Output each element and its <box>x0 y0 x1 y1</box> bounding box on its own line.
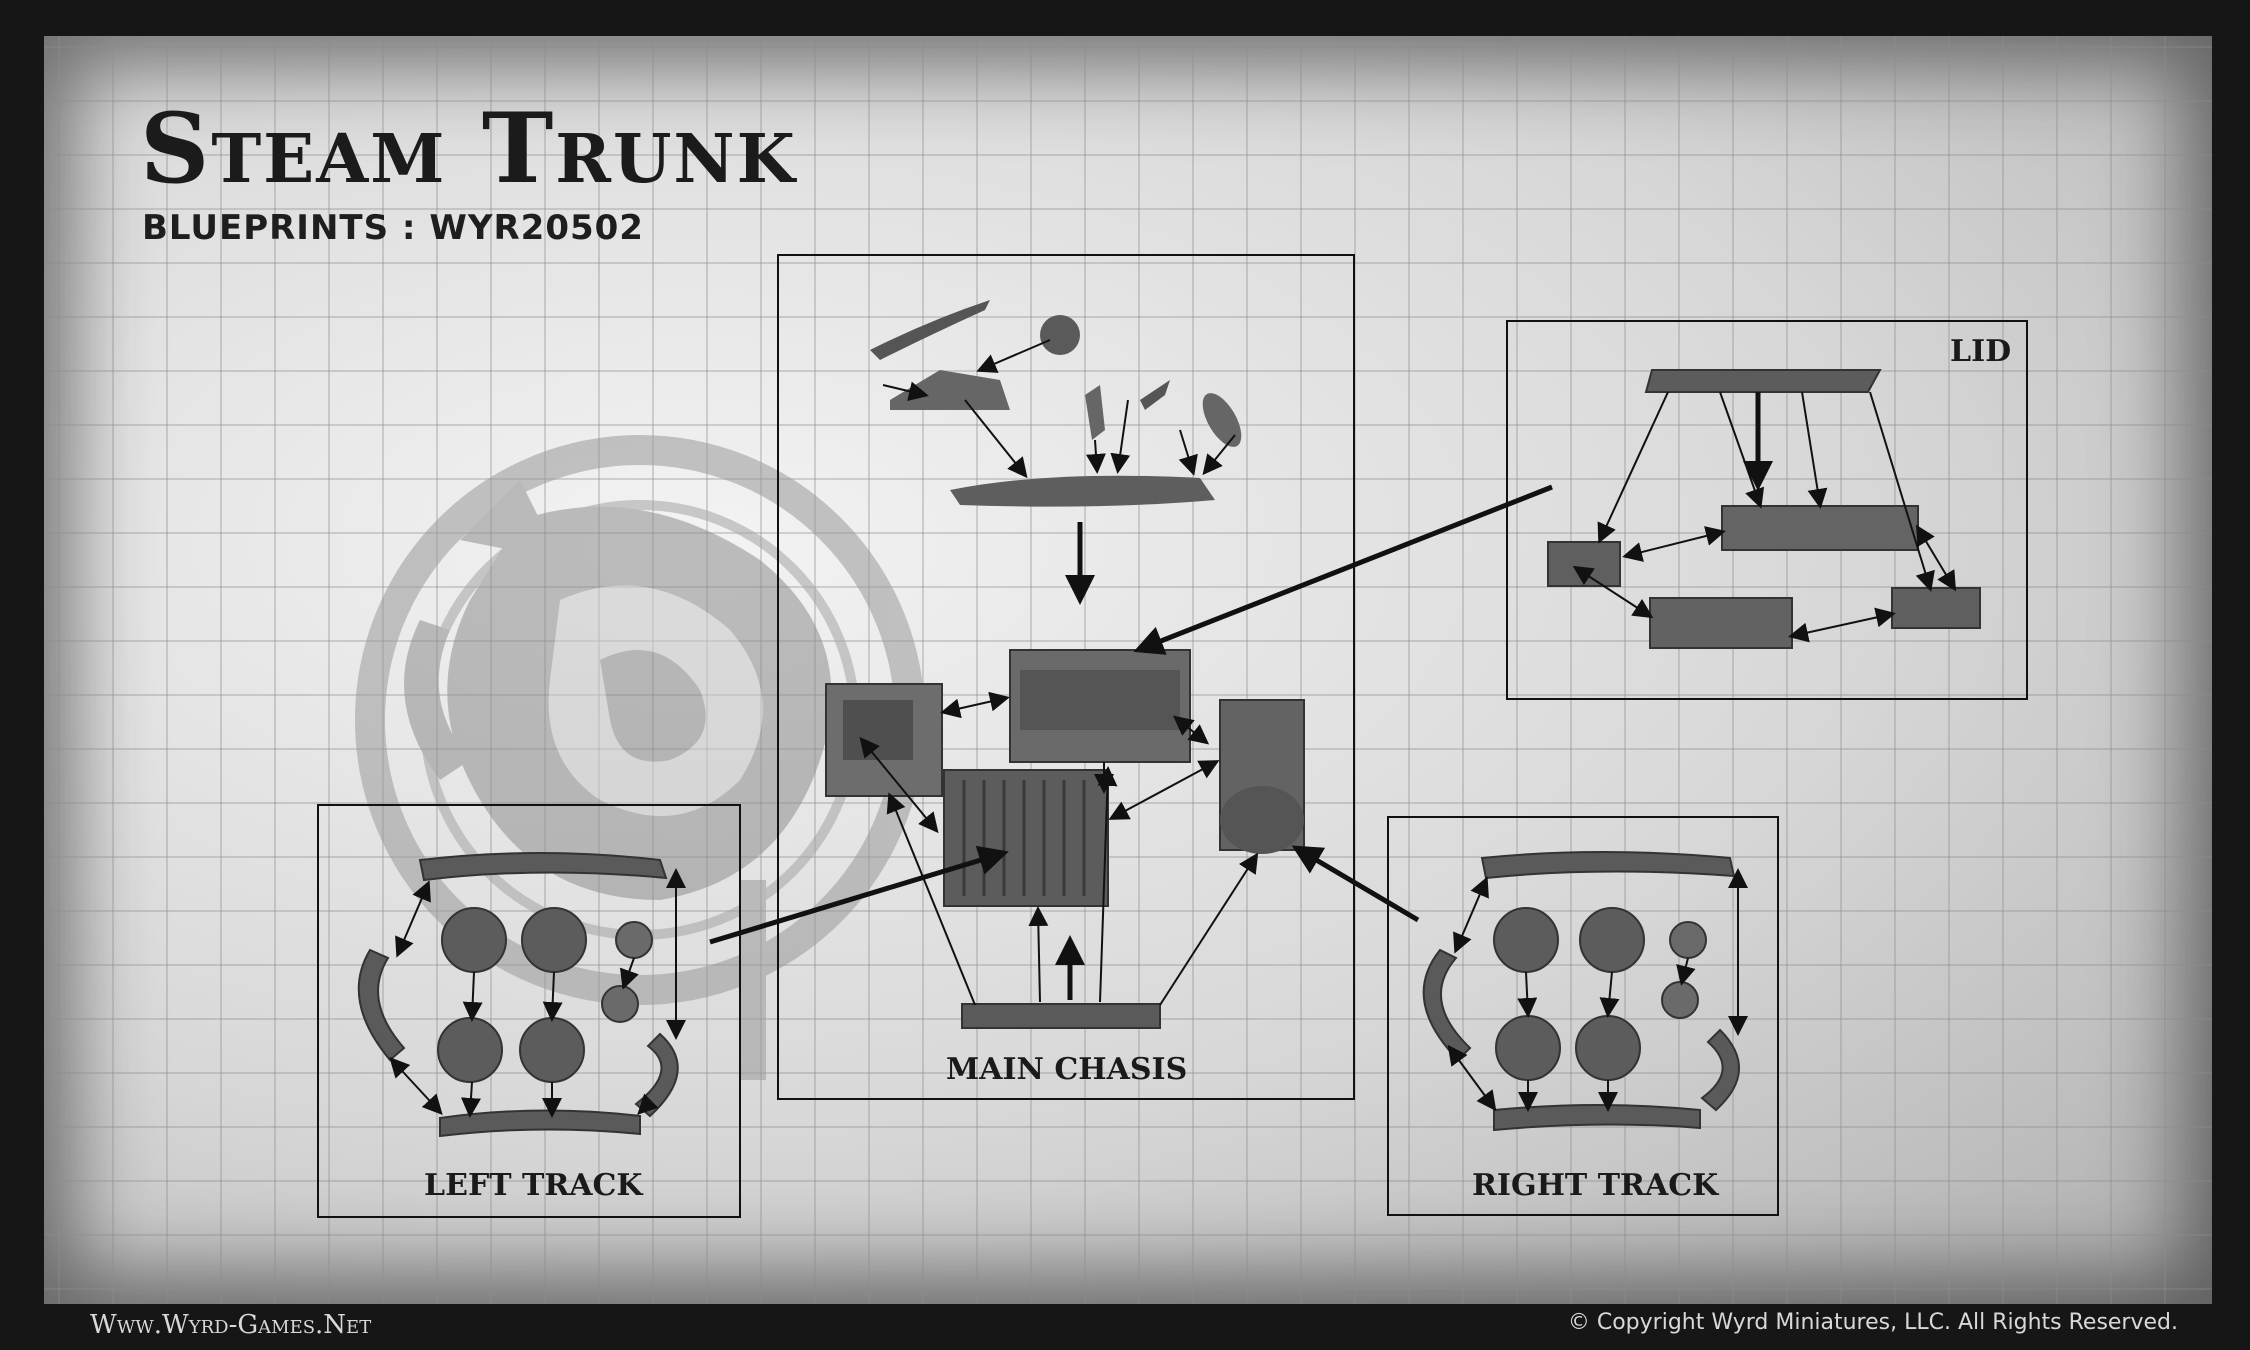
copyright-notice: © Copyright Wyrd Miniatures, LLC. All Ri… <box>1568 1310 2178 1335</box>
chassis-body-parts <box>826 650 1304 1028</box>
website-link[interactable]: Www.Wyrd-Games.Net <box>90 1310 371 1340</box>
left-track-parts <box>359 853 678 1136</box>
driver-figure-parts <box>870 300 1249 507</box>
right-track-parts <box>1424 852 1739 1130</box>
lid-parts <box>1548 370 1980 648</box>
